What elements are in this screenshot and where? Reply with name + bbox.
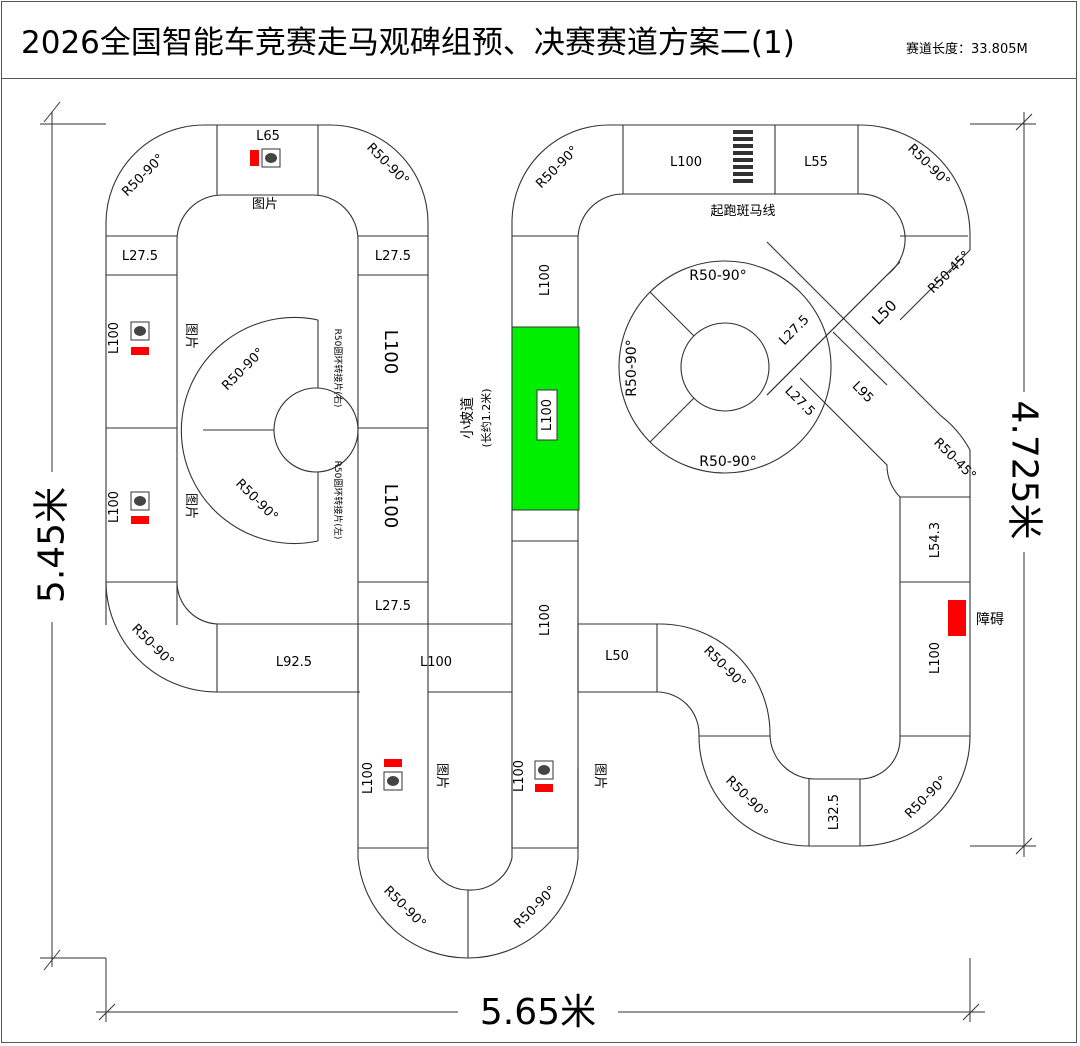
segment-label: L100 (420, 655, 452, 670)
picture-label: 图片 (252, 197, 278, 212)
red-marker (384, 759, 402, 767)
picture-label: 图片 (183, 323, 198, 349)
segment-label: L50 (868, 296, 900, 328)
segment-label: L100 (361, 762, 376, 794)
bottom-left-inner-arc (176, 581, 220, 625)
segment-label: L27.5 (781, 383, 817, 419)
zebra-label: 起跑斑马线 (710, 204, 775, 219)
red-marker (535, 784, 553, 792)
picture-icons (130, 148, 554, 791)
segment-label: R50-90° (363, 140, 411, 188)
lower-right-inner-s (659, 497, 901, 780)
right-circle-hub (680, 322, 770, 412)
segment-label: L27.5 (122, 249, 158, 264)
zebra-crossing (733, 130, 753, 183)
ramp-subtitle: (长约1.2米) (480, 388, 493, 447)
red-marker (131, 516, 149, 524)
bottom-width-label: 5.65米 (480, 992, 596, 1033)
segment-label: L32.5 (827, 794, 842, 830)
segment-label: L100 (928, 642, 943, 674)
segment-label: R50圆环转接片(右) (332, 329, 344, 408)
obstacle-label: 障碍 (976, 612, 1004, 628)
segment-label: L100 (538, 264, 553, 296)
inner-top-left-loop (176, 194, 359, 768)
segment-label: R50-90° (902, 773, 950, 821)
segment-label: R50-90° (119, 151, 167, 199)
track-length: 赛道长度：33.805M (906, 42, 1028, 57)
segment-label: R50-90° (624, 339, 640, 396)
segment-label: L95 (849, 379, 876, 406)
segment-label: L100 (380, 330, 401, 374)
segment-label: L50 (605, 649, 629, 664)
segment-label: L55 (804, 155, 828, 170)
segment-label: L27.5 (375, 599, 411, 614)
right-circle-outer (618, 260, 832, 474)
left-circle-outer (180, 316, 319, 545)
segment-label: L27.5 (776, 312, 812, 348)
segment-label: R50-90° (128, 621, 176, 669)
right-diagonal-outer (766, 241, 971, 497)
bottom-inner-u (427, 768, 513, 891)
segment-label: L100 (670, 155, 702, 170)
segment-label: R50-90° (699, 454, 756, 470)
top-right-outer (511, 124, 971, 321)
segment-label: R50-90° (533, 143, 581, 191)
segment-label: L65 (256, 129, 280, 144)
segment-label: R50-45° (925, 248, 973, 296)
segment-label: R50-90° (380, 883, 428, 931)
segment-label: L54.3 (928, 522, 943, 558)
lower-right-outer-s (656, 497, 971, 847)
picture-label: 图片 (592, 763, 607, 789)
picture-label: 图片 (434, 763, 449, 789)
red-marker (250, 150, 259, 166)
red-marker (131, 347, 149, 355)
drawing-title: 2026全国智能车竞赛走马观碑组预、决赛赛道方案二(1) (21, 25, 795, 61)
segment-label: R50-90° (232, 476, 280, 524)
red-markers (131, 150, 966, 792)
segment-label: L100 (380, 484, 401, 528)
segment-label: R50-45° (930, 435, 978, 483)
segment-label: L100 (540, 399, 555, 431)
segment-label: R50-90° (689, 268, 746, 284)
segment-label: L92.5 (276, 655, 312, 670)
segment-label: R50圆环转接片(左) (332, 461, 344, 540)
picture-label: 图片 (183, 493, 198, 519)
outer-top-left-loop (105, 124, 429, 768)
segment-label: L27.5 (375, 249, 411, 264)
ramp-right-edge (577, 193, 906, 848)
bottom-left-outer-arc (105, 581, 218, 693)
segment-label: R50-90° (219, 345, 267, 393)
left-height-label: 5.45米 (32, 487, 73, 603)
left-circle-hub (273, 387, 359, 473)
ramp-label-box (536, 389, 558, 441)
segment-label: L100 (512, 760, 527, 792)
obstacle-block (948, 600, 966, 636)
segment-label: L100 (107, 491, 122, 523)
segment-label: L100 (107, 322, 122, 354)
segment-label: R50-90° (700, 643, 748, 691)
segment-label: R50-90° (511, 883, 559, 931)
segment-label: R50-90° (722, 773, 770, 821)
segment-label: L100 (538, 604, 553, 636)
right-height-label: 4.725米 (1004, 400, 1045, 539)
ramp-title: 小坡道 (460, 397, 476, 439)
track-outline (105, 124, 971, 959)
title-bar: 2026全国智能车竞赛走马观碑组预、决赛赛道方案二(1) 赛道长度：33.805… (1, 1, 1077, 79)
dimension-lines (40, 101, 1036, 1022)
right-diagonal-inner (799, 377, 901, 498)
